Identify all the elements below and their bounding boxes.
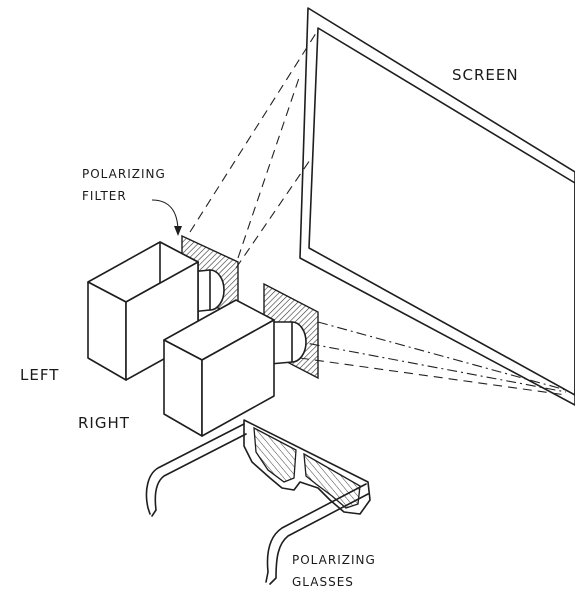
left-label: LEFT — [20, 366, 60, 384]
right-projector — [163, 299, 307, 437]
glasses-label-line1: POLARIZING — [292, 553, 376, 567]
filter-label-line2: FILTER — [82, 189, 127, 203]
filter-label-line1: POLARIZING — [82, 167, 166, 181]
projection-rays — [189, 29, 567, 396]
right-label: RIGHT — [78, 414, 130, 432]
glasses-label-line2: GLASSES — [292, 575, 354, 589]
filter-pointer-arrow — [151, 199, 182, 236]
polarizing-glasses — [145, 419, 371, 585]
projection-screen — [299, 7, 575, 406]
screen-label: SCREEN — [452, 66, 519, 84]
left-projector — [87, 241, 225, 381]
